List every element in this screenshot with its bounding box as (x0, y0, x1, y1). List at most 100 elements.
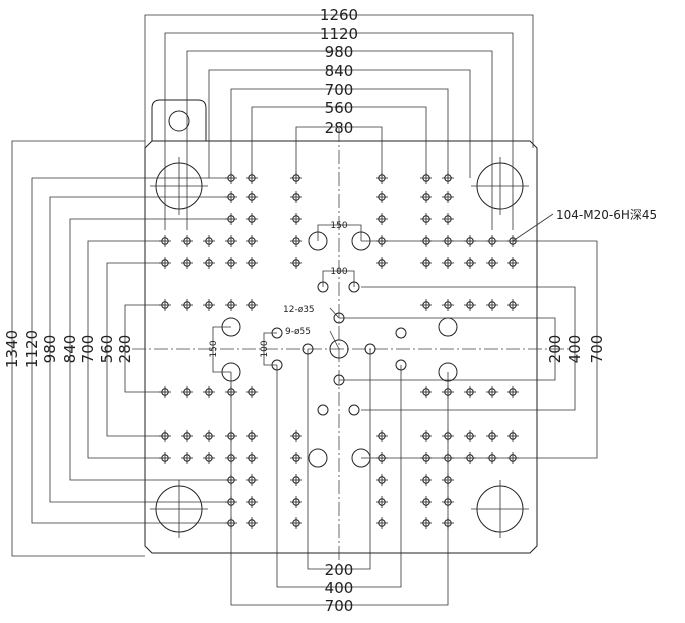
threaded-hole (376, 517, 388, 529)
tie-bar-holes (150, 157, 529, 538)
callout-threaded-holes: 104-M20-6H深45 (556, 208, 657, 222)
threaded-hole (290, 430, 302, 442)
threaded-hole (246, 213, 258, 225)
tie-bar-hole-bottom-left (150, 480, 208, 538)
threaded-hole (246, 496, 258, 508)
threaded-hole (464, 257, 476, 269)
bottom-dimension-labels: 200 400 700 (325, 561, 354, 615)
threaded-hole (246, 235, 258, 247)
threaded-hole (420, 386, 432, 398)
threaded-hole (290, 496, 302, 508)
callout-holes-55: 9-ø55 (285, 327, 311, 337)
threaded-hole (376, 430, 388, 442)
platen-outline (144, 99, 538, 554)
threaded-hole (246, 517, 258, 529)
threaded-hole (464, 430, 476, 442)
threaded-hole (203, 257, 215, 269)
dim-top-560: 560 (325, 99, 354, 117)
dim-bottom-400: 400 (325, 579, 354, 597)
threaded-hole (246, 452, 258, 464)
threaded-hole (507, 386, 519, 398)
threaded-hole (464, 299, 476, 311)
threaded-hole (420, 430, 432, 442)
dim-right-400: 400 (566, 335, 584, 364)
dim-bottom-200: 200 (325, 561, 354, 579)
right-dimension-labels: 200 400 700 (546, 335, 606, 364)
threaded-hole (181, 452, 193, 464)
threaded-hole (486, 257, 498, 269)
threaded-hole (203, 430, 215, 442)
inner-dimension-labels: 150 100 150 100 (209, 221, 348, 358)
threaded-hole (203, 386, 215, 398)
threaded-hole (246, 430, 258, 442)
threaded-hole (486, 299, 498, 311)
threaded-hole (486, 430, 498, 442)
dim-top-700: 700 (325, 81, 354, 99)
threaded-hole (290, 452, 302, 464)
callout-labels: 12-ø35 9-ø55 104-M20-6H深45 (283, 208, 657, 337)
dim-left-700: 700 (79, 335, 97, 364)
threaded-hole (290, 235, 302, 247)
threaded-hole (203, 299, 215, 311)
dim-top-980: 980 (325, 43, 354, 61)
threaded-hole (290, 257, 302, 269)
threaded-hole (420, 191, 432, 203)
threaded-hole (376, 496, 388, 508)
threaded-hole (507, 430, 519, 442)
dim-top-1260: 1260 (320, 6, 358, 24)
threaded-hole (225, 257, 237, 269)
tie-bar-hole-top-left (150, 157, 208, 215)
threaded-hole (486, 386, 498, 398)
dimension-lines (11, 14, 598, 606)
lifting-eye-hole (168, 110, 190, 132)
threaded-hole (420, 517, 432, 529)
threaded-hole (246, 299, 258, 311)
threaded-hole (181, 386, 193, 398)
dim-left-560: 560 (98, 335, 116, 364)
threaded-hole (225, 235, 237, 247)
dim-top-1120: 1120 (320, 25, 358, 43)
threaded-hole (290, 517, 302, 529)
threaded-hole (464, 386, 476, 398)
threaded-hole (376, 474, 388, 486)
dim-100-top: 100 (330, 267, 347, 277)
left-dimension-labels: 1340 1120 980 840 700 560 280 (3, 330, 134, 368)
threaded-hole (507, 299, 519, 311)
threaded-hole (442, 257, 454, 269)
callout-holes-35: 12-ø35 (283, 305, 315, 315)
tie-bar-hole-top-right (471, 157, 529, 215)
threaded-hole (246, 474, 258, 486)
threaded-hole (376, 191, 388, 203)
dim-top-280: 280 (325, 119, 354, 137)
threaded-hole (420, 257, 432, 269)
dim-left-840: 840 (61, 335, 79, 364)
dim-right-200: 200 (546, 335, 564, 364)
threaded-hole (181, 257, 193, 269)
dim-left-1340: 1340 (3, 330, 21, 368)
threaded-hole (290, 474, 302, 486)
dim-left-280: 280 (116, 335, 134, 364)
dim-100-left: 100 (260, 340, 270, 357)
threaded-hole (442, 213, 454, 225)
dim-right-700: 700 (588, 335, 606, 364)
threaded-hole (225, 299, 237, 311)
threaded-hole (420, 496, 432, 508)
dim-150-left: 150 (209, 340, 219, 357)
top-dimension-labels: 1260 1120 980 840 700 560 280 (320, 6, 358, 137)
threaded-hole (246, 191, 258, 203)
threaded-hole (181, 430, 193, 442)
dim-left-1120: 1120 (23, 330, 41, 368)
threaded-hole (507, 257, 519, 269)
threaded-hole (420, 299, 432, 311)
dim-top-840: 840 (325, 62, 354, 80)
threaded-hole (203, 452, 215, 464)
threaded-hole (442, 299, 454, 311)
threaded-hole (246, 257, 258, 269)
dim-left-980: 980 (41, 335, 59, 364)
threaded-hole (420, 213, 432, 225)
threaded-hole (290, 191, 302, 203)
threaded-hole (420, 474, 432, 486)
threaded-hole (181, 299, 193, 311)
threaded-hole (203, 235, 215, 247)
